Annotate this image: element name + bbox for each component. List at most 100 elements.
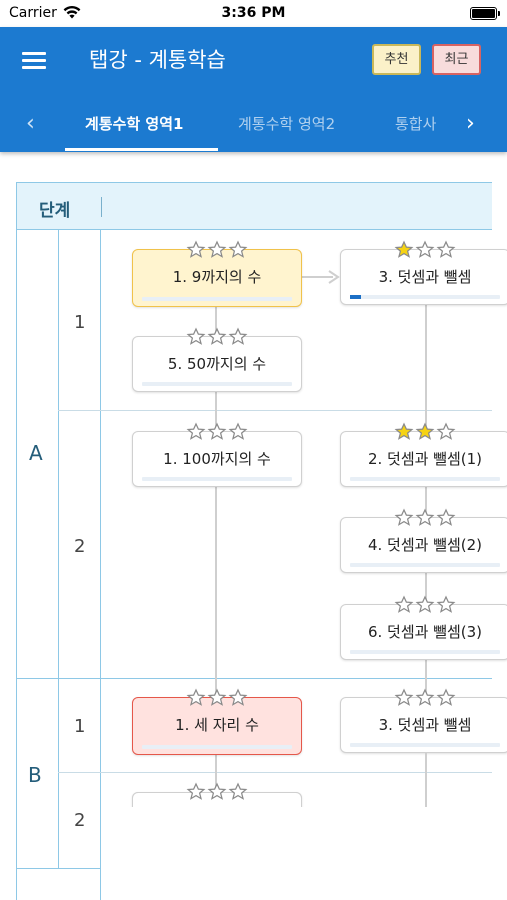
grid-header: 단계 (16, 182, 492, 230)
grid-line (58, 772, 492, 773)
grid-line (100, 807, 101, 900)
grid-line (16, 230, 17, 900)
lesson-title: 1. 9까지의 수 (172, 268, 262, 286)
chevron-left-icon[interactable]: ‹ (26, 111, 35, 136)
scroll-fade (101, 807, 507, 900)
star-icon (436, 595, 456, 613)
connector-line (425, 753, 427, 807)
page-title: 탭강 - 계통학습 (89, 48, 226, 72)
star-icon (228, 688, 248, 706)
progress-bar (350, 563, 500, 567)
progress-bar (350, 743, 500, 747)
star-icon (207, 782, 227, 800)
progress-bar (142, 745, 292, 749)
grid-line (16, 678, 492, 679)
level-label: 1 (74, 716, 86, 737)
lesson-title: 3. 덧셈과 뺄셈 (378, 268, 472, 286)
star-icon (186, 327, 206, 345)
hamburger-menu-icon[interactable] (22, 50, 48, 70)
star-icon (228, 782, 248, 800)
star-icon (415, 508, 435, 526)
lesson-title: 4. 덧셈과 뺄셈(2) (367, 536, 483, 554)
level-label: 2 (74, 810, 86, 831)
status-time: 3:36 PM (221, 5, 286, 21)
star-icon (207, 422, 227, 440)
battery-icon (470, 7, 500, 20)
lesson-title: 1. 세 자리 수 (175, 716, 259, 734)
star-rating (186, 422, 249, 442)
star-icon (415, 240, 435, 258)
grid-line (100, 230, 101, 900)
lesson-card[interactable]: 1. 100까지의 수 (132, 422, 302, 487)
carrier-label: Carrier (9, 5, 57, 21)
star-icon (394, 508, 414, 526)
star-icon (186, 688, 206, 706)
progress-bar (142, 382, 292, 386)
grid-line (58, 410, 492, 411)
grid-line (58, 230, 59, 868)
lesson-title: 5. 50까지의 수 (167, 355, 267, 373)
star-icon (394, 688, 414, 706)
star-icon (207, 688, 227, 706)
star-icon (186, 422, 206, 440)
star-rating (186, 240, 249, 260)
learning-map[interactable]: 단계 A B 1 2 1 2 1. 9까지의 수 (0, 152, 507, 900)
lesson-card[interactable]: 6. 덧셈과 뺄셈(3) (340, 595, 507, 660)
star-rating (394, 688, 457, 708)
recommend-button[interactable]: 추천 (372, 44, 421, 75)
star-rating (394, 508, 457, 528)
star-icon (394, 595, 414, 613)
progress-bar (142, 477, 292, 481)
level-label: 2 (74, 536, 86, 557)
lesson-card[interactable]: 3. 덧셈과 뺄셈 (340, 240, 507, 305)
lesson-card[interactable]: 4. 덧셈과 뺄셈(2) (340, 508, 507, 573)
progress-bar (350, 650, 500, 654)
active-tab-indicator (65, 148, 218, 151)
lesson-card[interactable]: 3. 덧셈과 뺄셈 (340, 688, 507, 753)
star-icon (207, 240, 227, 258)
progress-bar (350, 295, 500, 299)
star-icon (415, 595, 435, 613)
star-icon (228, 422, 248, 440)
wifi-icon (63, 5, 81, 19)
star-icon (436, 240, 456, 258)
header-divider (101, 197, 102, 217)
stage-label-b: B (28, 763, 42, 787)
star-icon (186, 782, 206, 800)
star-rating (394, 595, 457, 615)
lesson-card[interactable]: 1. 9까지의 수 (132, 240, 302, 307)
recent-button[interactable]: 최근 (432, 44, 481, 75)
lesson-card[interactable]: 5. 50까지의 수 (132, 327, 302, 392)
lesson-card[interactable]: 2. 덧셈과 뺄셈(1) (340, 422, 507, 487)
star-icon (436, 688, 456, 706)
level-label: 1 (74, 312, 86, 333)
star-rating (186, 688, 249, 708)
chevron-right-icon[interactable]: › (466, 111, 475, 136)
star-icon (394, 422, 414, 440)
star-rating (394, 422, 457, 442)
tab-integrated[interactable]: 통합사 (395, 115, 437, 133)
connector-line (301, 276, 333, 278)
lesson-title: 1. 100까지의 수 (163, 450, 271, 468)
star-icon (228, 240, 248, 258)
star-rating (186, 782, 249, 802)
status-bar: Carrier 3:36 PM (0, 0, 507, 27)
arrow-right-icon (328, 270, 340, 284)
tab-area-1[interactable]: 계통수학 영역1 (85, 115, 184, 133)
star-rating (186, 327, 249, 347)
app-header: 탭강 - 계통학습 추천 최근 ‹ 계통수학 영역1 계통수학 영역2 통합사 … (0, 27, 507, 152)
progress-bar (142, 297, 292, 301)
star-icon (228, 327, 248, 345)
star-icon (436, 422, 456, 440)
tab-area-2[interactable]: 계통수학 영역2 (238, 115, 336, 133)
star-icon (415, 422, 435, 440)
progress-bar (350, 477, 500, 481)
lesson-title: 6. 덧셈과 뺄셈(3) (367, 623, 483, 641)
lesson-card[interactable]: 1. 세 자리 수 (132, 688, 302, 755)
star-icon (436, 508, 456, 526)
star-rating (394, 240, 457, 260)
star-icon (394, 240, 414, 258)
grid-line (16, 868, 100, 869)
stage-label-a: A (29, 441, 43, 465)
